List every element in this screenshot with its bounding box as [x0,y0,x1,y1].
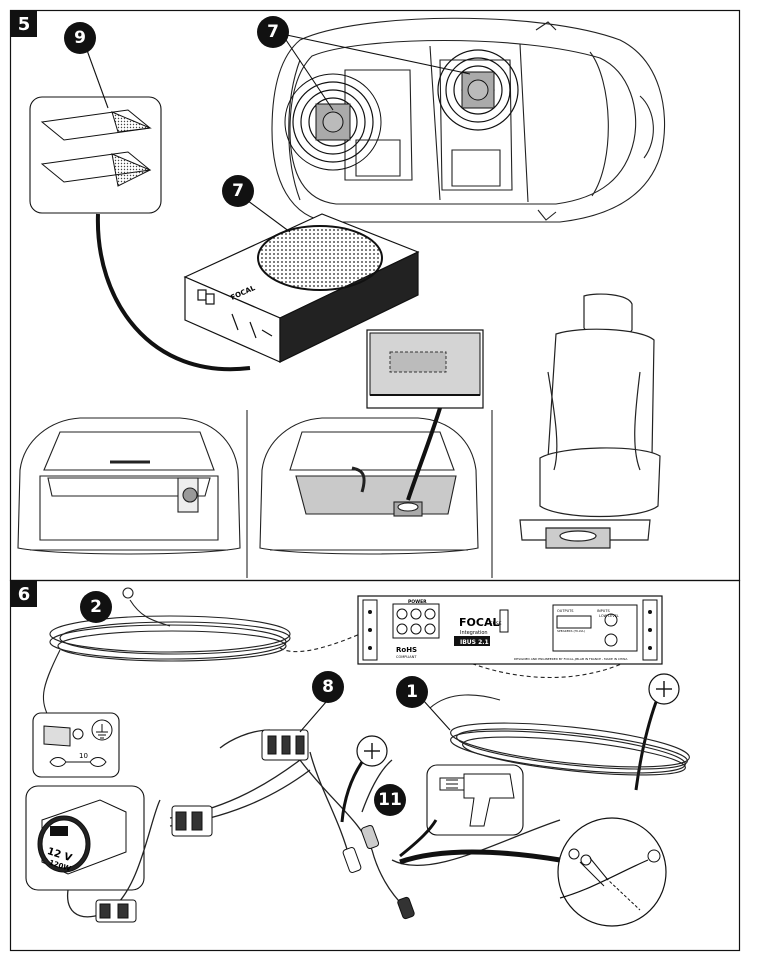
callout-7-subwoofer: 7 [222,175,254,207]
power-cable-coil [429,649,690,776]
wrench-size-label: 10 [79,752,88,760]
amp-rohs-sub: COMPLIANT [396,655,417,659]
trunk-view-left [17,417,241,555]
callout-2-ground-cable: 2 [80,591,112,623]
zoom-box [366,329,484,409]
callout-11-heat-shrink: 11 [374,784,406,816]
velcro-tape-box [29,41,162,214]
fuse-holder [342,824,415,920]
subwoofer-unit [183,213,420,363]
amp-rohs: RoHS [396,646,417,654]
amp-line: Integration [460,630,488,636]
section-5-tab: 5 [11,11,37,37]
heat-gun-box [426,764,524,836]
ground-detail-box: 10 [32,712,120,778]
socket-connector [95,899,137,923]
amp-speakers-label: SPEAKERS (HI-LVL) [557,629,585,633]
wire-cut-detail [557,817,667,927]
trunk-view-center [259,417,479,555]
amp-low-level-label: LOW LEVEL [599,614,619,618]
amp-model: IBUS 2.1 [460,639,489,646]
harness-connector-8 [261,729,309,761]
harness-connector-left [171,805,213,837]
ground-cable [42,587,391,721]
sub-location-front [437,49,519,131]
amp-power-label: POWER [408,599,427,605]
tape-arrow [95,213,251,372]
callout-9-velcro: 9 [64,22,96,54]
car-seat [519,293,661,549]
sub-location-rear [284,73,382,171]
amp-footer: DESIGNED AND ENGINEERED BY FOCAL-JMLAB I… [514,657,628,661]
section-6-frame [9,579,741,952]
callout-7-car-locations: 7 [257,16,289,48]
amp-outputs-label: OUTPUTS [557,609,574,613]
section-6-tab: 6 [11,581,37,607]
amplifier-panel [357,595,663,665]
amp-brand: FOCAL [459,616,499,629]
amp-inputs-label: INPUTS [597,609,610,613]
plus-marker-power [634,673,680,791]
zoom-arrow [406,407,442,501]
callout-7-leaders [281,33,471,111]
amp-fuse-label: FUSE [490,621,502,627]
socket-detail-box: 12 V 120W [25,785,145,891]
plus-marker-harness [340,735,388,823]
callout-1-power-cable: 1 [396,676,428,708]
callout-8-harness: 8 [312,671,344,703]
